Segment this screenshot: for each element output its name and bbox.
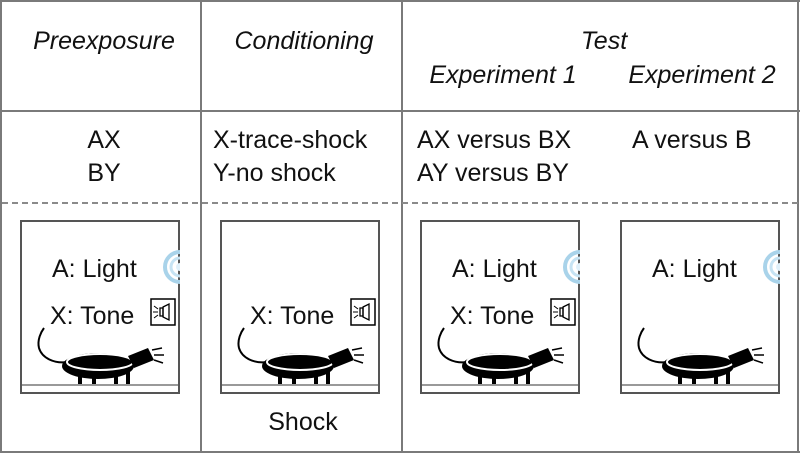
rat-icon [26, 322, 176, 392]
rat-icon [426, 322, 576, 392]
rat-icon [626, 322, 776, 392]
light-icon [758, 250, 780, 284]
column-divider-1 [200, 0, 202, 453]
chamber-floor [222, 384, 378, 386]
speaker-icon [350, 298, 376, 326]
header-divider [0, 110, 800, 112]
header-conditioning: Conditioning [234, 27, 374, 55]
light-label: A: Light [52, 255, 137, 283]
light-icon [158, 250, 180, 284]
tone-label: X: Tone [250, 302, 335, 330]
chamber-preexposure: A: Light X: Tone [20, 220, 180, 394]
dashed-divider [2, 202, 798, 204]
conditioning-y-no-shock: Y-no shock [213, 159, 336, 187]
rat-icon [226, 322, 376, 392]
chamber-floor [22, 384, 178, 386]
chamber-floor [422, 384, 578, 386]
tone-label: X: Tone [450, 302, 535, 330]
preexposure-by: BY [87, 159, 121, 187]
tone-label: X: Tone [50, 302, 135, 330]
conditioning-x-trace-shock: X-trace-shock [213, 126, 368, 154]
shock-label: Shock [268, 408, 338, 436]
exp1-ay-versus-by: AY versus BY [417, 159, 569, 187]
chamber-experiment-1: A: Light X: Tone [420, 220, 580, 394]
light-icon [558, 250, 580, 284]
light-label: A: Light [652, 255, 737, 283]
exp1-ax-versus-bx: AX versus BX [417, 126, 572, 154]
border-left [0, 0, 2, 453]
header-test: Test [580, 27, 628, 55]
speaker-icon [550, 298, 576, 326]
header-preexposure: Preexposure [33, 27, 175, 55]
border-top [0, 0, 800, 2]
chamber-conditioning: X: Tone [220, 220, 380, 394]
column-divider-2 [401, 0, 403, 453]
exp2-a-versus-b: A versus B [632, 126, 752, 154]
border-right [797, 0, 799, 453]
chamber-floor [622, 384, 778, 386]
speaker-icon [150, 298, 176, 326]
chamber-experiment-2: A: Light [620, 220, 780, 394]
light-label: A: Light [452, 255, 537, 283]
header-experiment-1: Experiment 1 [429, 61, 577, 89]
preexposure-ax: AX [87, 126, 121, 154]
header-experiment-2: Experiment 2 [628, 61, 776, 89]
border-bottom [0, 451, 800, 453]
